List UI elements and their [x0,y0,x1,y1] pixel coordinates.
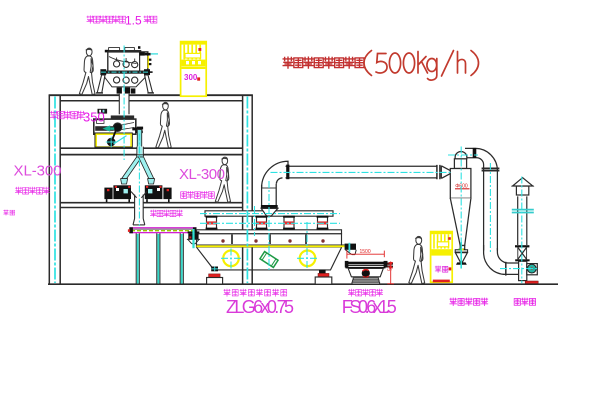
svg-text:XL-300: XL-300 [179,166,225,183]
svg-text:300: 300 [184,73,198,82]
svg-text:1500: 1500 [360,249,371,255]
svg-text:FS0.6x1.5: FS0.6x1.5 [342,297,397,317]
svg-text:1.5: 1.5 [125,14,142,28]
svg-text:540: 540 [388,262,394,271]
svg-text:350: 350 [83,110,105,125]
svg-text:XL-300: XL-300 [14,163,62,180]
svg-text:ZLG6x0.75: ZLG6x0.75 [226,297,294,317]
